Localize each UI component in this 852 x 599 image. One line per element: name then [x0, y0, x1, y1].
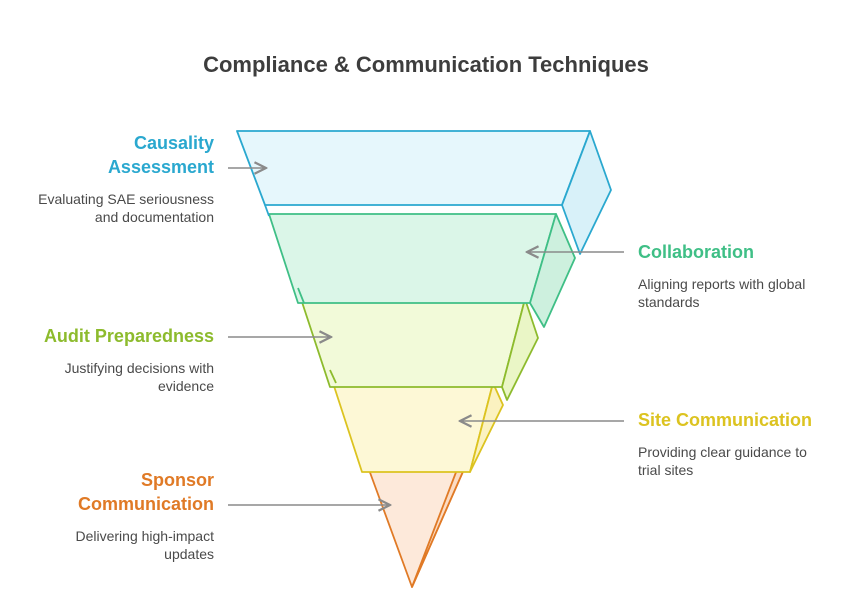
label-collaboration: Collaboration Aligning reports with glob…	[638, 240, 848, 311]
funnel-layer-site-communication	[332, 382, 504, 473]
funnel-layer-audit-preparedness	[300, 298, 539, 401]
desc-collaboration-line2: standards	[638, 294, 700, 310]
heading-sponsor-line1: Sponsor	[140, 470, 214, 490]
desc-site-line2: trial sites	[638, 462, 694, 478]
funnel-layer-causality-assessment	[236, 130, 612, 255]
label-sponsor-communication: Sponsor Communication Delivering high-im…	[0, 468, 214, 563]
heading-site-communication: Site Communication	[638, 410, 813, 430]
desc-sponsor-line1: Delivering high-impact	[75, 528, 214, 544]
heading-audit-preparedness: Audit Preparedness	[43, 326, 214, 346]
label-site-communication: Site Communication Providing clear guida…	[638, 408, 848, 479]
funnel-layer-collaboration	[268, 213, 576, 328]
heading-causality-line2: Assessment	[107, 157, 214, 177]
label-audit-preparedness: Audit Preparedness Justifying decisions …	[0, 324, 214, 395]
funnel-layer-sponsor-communication	[367, 466, 466, 588]
desc-audit-line1: Justifying decisions with	[64, 360, 214, 376]
desc-site-line1: Providing clear guidance to	[638, 444, 807, 460]
heading-causality-line1: Causality	[133, 133, 214, 153]
heading-sponsor-line2: Communication	[77, 494, 214, 514]
desc-collaboration-line1: Aligning reports with global	[638, 276, 806, 292]
heading-collaboration: Collaboration	[638, 242, 754, 262]
label-causality-assessment: Causality Assessment Evaluating SAE seri…	[0, 131, 214, 226]
desc-causality-line2: and documentation	[94, 209, 214, 225]
diagram-title: Compliance & Communication Techniques	[203, 52, 649, 77]
desc-causality-line1: Evaluating SAE seriousness	[38, 191, 214, 207]
desc-sponsor-line2: updates	[164, 546, 214, 562]
desc-audit-line2: evidence	[157, 378, 214, 394]
